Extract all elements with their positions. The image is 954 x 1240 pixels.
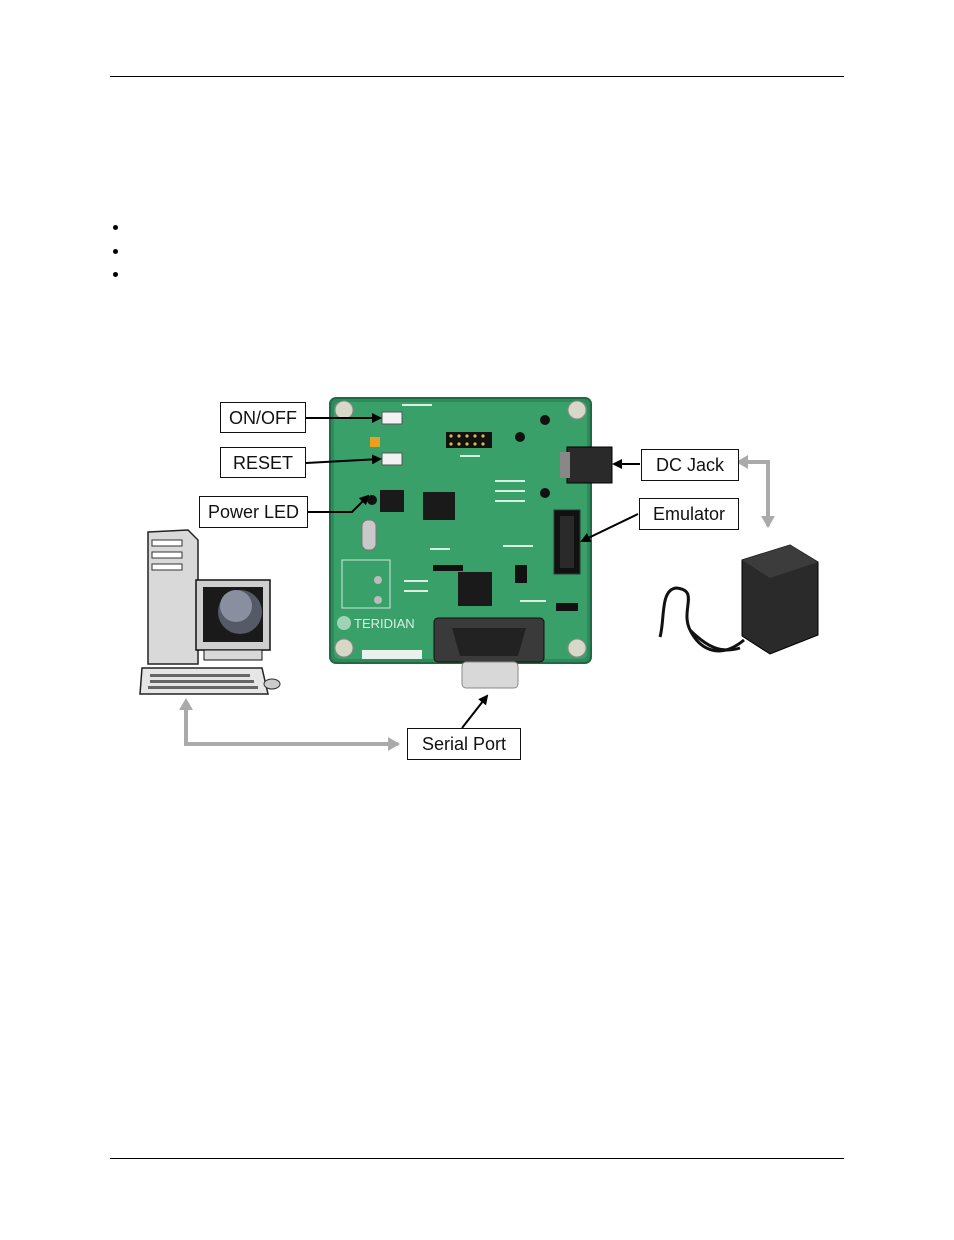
power-led-pointer xyxy=(308,494,370,513)
serial-port-callout: Serial Port xyxy=(407,728,521,760)
pc-serial-arrow xyxy=(179,698,400,751)
power-adapter-illustration xyxy=(658,544,819,655)
bullet-2 xyxy=(113,249,118,254)
on-off-callout: ON/OFF xyxy=(220,402,306,433)
emulator-pointer xyxy=(580,513,639,543)
bullet-3 xyxy=(113,272,118,277)
serial-port-pointer xyxy=(461,694,489,729)
computer-illustration xyxy=(139,529,281,695)
pcb-board: TERIDIAN xyxy=(329,397,613,664)
reset-callout: RESET xyxy=(220,447,306,478)
power-led-callout: Power LED xyxy=(199,496,308,528)
footer-rule xyxy=(110,1158,844,1159)
header-rule xyxy=(110,76,844,77)
dc-adapter-arrow xyxy=(736,455,775,528)
serial-connector xyxy=(433,617,545,689)
dc-jack-callout: DC Jack xyxy=(641,449,739,481)
bullet-1 xyxy=(113,225,118,230)
reset-pointer xyxy=(305,454,382,465)
emulator-callout: Emulator xyxy=(639,498,739,530)
board-logo-text: TERIDIAN xyxy=(354,616,415,631)
